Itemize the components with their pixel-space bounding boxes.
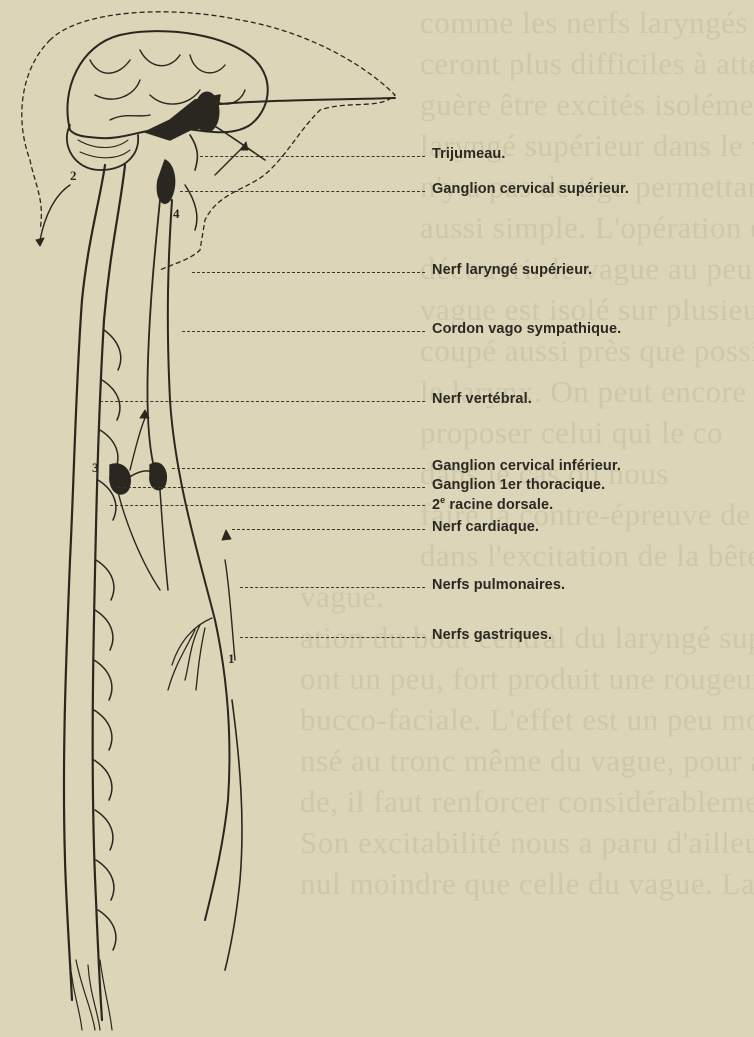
figure-numeral-1: 1 xyxy=(228,651,235,666)
label-nerf-vertebral: Nerf vertébral. xyxy=(432,391,532,407)
label-nerf-larynge-superieur: Nerf laryngé supérieur. xyxy=(432,262,592,278)
leader-nerf-larynge-superieur xyxy=(192,272,425,273)
label-nerf-cardiaque: Nerf cardiaque. xyxy=(432,519,539,535)
leader-cordon-vago-sympathique xyxy=(182,331,425,332)
leader-nerfs-gastriques xyxy=(240,637,425,638)
leader-ganglion-cervical-superieur xyxy=(180,191,425,192)
leader-nerf-cardiaque xyxy=(232,529,425,530)
leader-nerf-vertebral xyxy=(100,401,425,402)
figure-numeral-3: 3 xyxy=(92,460,99,475)
figure-numeral-2: 2 xyxy=(70,168,77,183)
head-outline xyxy=(22,12,395,270)
leader-ganglion-cervical-inferieur xyxy=(172,468,425,469)
label-ganglion-cervical-inferieur: Ganglion cervical inférieur. xyxy=(432,458,621,474)
leader-trijumeau xyxy=(200,156,425,157)
leader-ganglion-1er-thoracique xyxy=(118,487,425,488)
label-cordon-vago-sympathique: Cordon vago sympathique. xyxy=(432,321,621,337)
ganglion-cervical-inferieur-shape xyxy=(110,464,131,494)
label-trijumeau: Trijumeau. xyxy=(432,146,506,162)
label-ganglion-cervical-superieur: Ganglion cervical supérieur. xyxy=(432,181,629,197)
spinal-cord xyxy=(64,165,105,1000)
leader-racine-dorsale xyxy=(110,505,425,506)
label-racine-dorsale: 2e racine dorsale. xyxy=(432,495,553,513)
vago-sympathetic-cord xyxy=(168,200,230,920)
superior-cervical-ganglion xyxy=(157,160,174,203)
pulmonary-branches xyxy=(168,618,212,690)
ganglion-thoracique-shape xyxy=(150,463,167,490)
figure-numeral-4: 4 xyxy=(173,206,180,221)
label-nerfs-pulmonaires: Nerfs pulmonaires. xyxy=(432,577,565,593)
label-nerfs-gastriques: Nerfs gastriques. xyxy=(432,627,552,643)
leader-nerfs-pulmonaires xyxy=(240,587,425,588)
label-ganglion-1er-thoracique: Ganglion 1er thoracique. xyxy=(432,477,605,493)
